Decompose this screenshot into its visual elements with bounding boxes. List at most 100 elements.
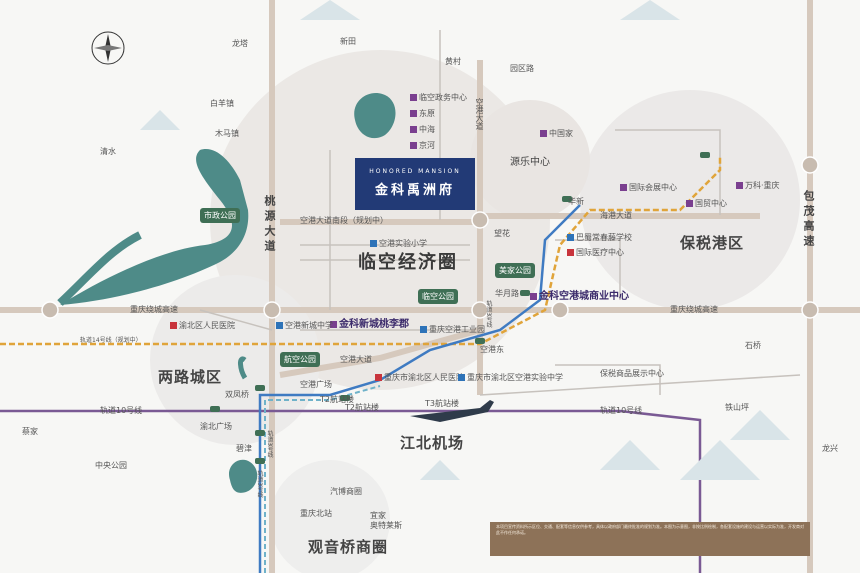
- road-konggang-south: 空港大道南段（规划中）: [300, 216, 388, 225]
- poi-zhonghai-label: 中海: [419, 125, 435, 134]
- poi-muma: 木马镇: [215, 129, 239, 138]
- mountains: [140, 0, 790, 480]
- station-t2: T2航站楼: [320, 395, 354, 404]
- building-icon: [410, 110, 417, 117]
- poi-caijia: 蔡家: [22, 427, 38, 436]
- poi-wanke-label: 万科·重庆: [745, 181, 780, 190]
- poi-yipin-label: 渝北区人民医院: [179, 321, 235, 330]
- poi-jinke-shangye-label: 金科空港城商业中心: [539, 291, 629, 302]
- road-raocheng-east: 重庆绕城高速: [670, 305, 718, 314]
- interchanges: [41, 156, 819, 319]
- poi-yubei-middle-label: 重庆市渝北区空港实验中学: [467, 373, 563, 382]
- poi-zhongguojia-label: 中国家: [549, 129, 573, 138]
- poi-huangcun: 黄村: [445, 57, 461, 66]
- rail-line10-east: 轨道10号线: [600, 406, 643, 415]
- poi-jinke-ruyi-label: 金科新城桃李郡: [339, 319, 409, 330]
- road-raocheng: 重庆绕城高速: [130, 305, 178, 314]
- school-icon: [370, 240, 377, 247]
- poi-bayu-school-label: 巴蜀常春藤学校: [576, 233, 632, 242]
- station-t3: T3航站楼: [425, 399, 459, 408]
- poi-konggang-industry: 重庆空港工业园: [420, 326, 485, 334]
- poi-baoshui-2: 保税商品展示中心: [600, 369, 664, 378]
- poi-yifeng: 宜家: [370, 511, 386, 520]
- poi-konggang-school2-label: 空港新城中学: [285, 321, 333, 330]
- lake: [354, 92, 396, 139]
- road-yuanlu: 园区路: [510, 64, 534, 73]
- school-icon: [567, 234, 574, 241]
- building-icon: [540, 130, 547, 137]
- poi-jinghe: 京河: [410, 142, 435, 150]
- disclaimer-note: 本项目宣传资料所示区位、交通、配套等信息仅供参考，具体以政府部门最终批准的规划为…: [490, 522, 810, 556]
- poi-wanke: 万科·重庆: [736, 182, 780, 190]
- hospital-icon: [567, 249, 574, 256]
- poi-shiqiao: 石桥: [745, 341, 761, 350]
- poi-konggang-industry-label: 重庆空港工业园: [429, 325, 485, 334]
- road-haigang: 海港大道: [600, 211, 632, 220]
- poi-yu-hospital-label: 重庆市渝北区人民医院: [384, 373, 464, 382]
- poi-tiandong: 铁山坪: [725, 403, 749, 412]
- station-yuzhou: 渝北广场: [200, 422, 232, 431]
- project-name-en: HONORED MANSION: [369, 168, 461, 175]
- guanyinqiao-area: [270, 460, 390, 573]
- poi-konggang-school2: 空港新城中学: [276, 322, 333, 330]
- poi-linkong-park: 临空公园: [418, 289, 458, 304]
- road-taoyuan: 桃源大道: [263, 195, 276, 255]
- poi-yipin: 渝北区人民医院: [170, 322, 235, 330]
- poi-zhongguojia: 中国家: [540, 130, 573, 138]
- station-huaxin: 华新: [568, 197, 584, 206]
- rail-line14: 轨道14号线（规划中）: [80, 337, 142, 344]
- rail-line3-b: 轨道3号线: [266, 430, 273, 458]
- poi-qijia-bridge: 汽博商圈: [330, 487, 362, 496]
- poi-chongqingbei: 重庆北站: [300, 509, 332, 518]
- lianglu-district-area: [150, 275, 320, 445]
- poi-linkong-office-label: 临空政务中心: [419, 93, 467, 102]
- station-konggangnan: 空港东: [480, 345, 504, 354]
- poi-jinke-ruyi: 金科新城桃李郡: [330, 320, 409, 330]
- station-wanghua: 望花: [494, 229, 510, 238]
- poi-dongyuan-label: 东原: [419, 109, 435, 118]
- road-konggang-vertical: 空港大道: [475, 98, 484, 130]
- poi-yu-hospital: 重庆市渝北区人民医院: [375, 374, 464, 382]
- poi-zhonghai: 中海: [410, 126, 435, 134]
- district-yuanle: 源乐中心: [510, 157, 550, 168]
- poi-zhongxin-park: 中央公园: [95, 461, 127, 470]
- poi-longtai: 龙塔: [232, 39, 248, 48]
- rail-line10: 轨道10号线: [100, 406, 143, 415]
- building-icon: [736, 182, 743, 189]
- poi-guoji-exhibit-label: 国际会展中心: [629, 183, 677, 192]
- poi-meijia-label: 美家公园: [499, 266, 531, 275]
- district-guanyinqiao: 观音桥商圈: [308, 538, 389, 556]
- road-konggang-mid: 空港大道: [340, 355, 372, 364]
- building-icon: [686, 200, 693, 207]
- poi-hangkong-park-label: 航空公园: [284, 355, 316, 364]
- building-icon: [330, 320, 337, 328]
- poi-bayu-school: 巴蜀常春藤学校: [567, 234, 632, 242]
- district-lianglu: 两路城区: [158, 368, 223, 386]
- building-icon: [530, 292, 537, 300]
- poi-qingshui: 清水: [100, 147, 116, 156]
- hospital-icon: [170, 322, 177, 329]
- poi-guomao-label: 国贸中心: [695, 199, 727, 208]
- school-icon: [458, 374, 465, 381]
- station-huayuelu: 华月路: [495, 289, 519, 298]
- station-konggangguangchang: 空港广场: [300, 380, 332, 389]
- poi-gaoxin: 新田: [340, 37, 356, 46]
- road-baomao: 包茂高速: [802, 190, 815, 250]
- station-shuangfengqiao: 双凤桥: [225, 390, 249, 399]
- poi-aotelai: 奥特莱斯: [370, 521, 402, 530]
- poi-linkong-park-label: 临空公园: [422, 292, 454, 301]
- poi-dongyuan: 东原: [410, 110, 435, 118]
- building-icon: [410, 126, 417, 133]
- river: [60, 149, 249, 305]
- poi-hangkong-park: 航空公园: [280, 352, 320, 367]
- yuanle-area: [470, 100, 590, 220]
- airplane-icon: [410, 400, 494, 422]
- poi-meijia: 美家公园: [495, 263, 535, 278]
- poi-jinghe-label: 京河: [419, 141, 435, 150]
- project-name-cn: 金科禹洲府: [374, 183, 455, 198]
- rail-line-mid: 轨道3号线: [485, 300, 492, 328]
- poi-konggang-school: 空港实验小学: [370, 240, 427, 248]
- poi-konggang-school-label: 空港实验小学: [379, 239, 427, 248]
